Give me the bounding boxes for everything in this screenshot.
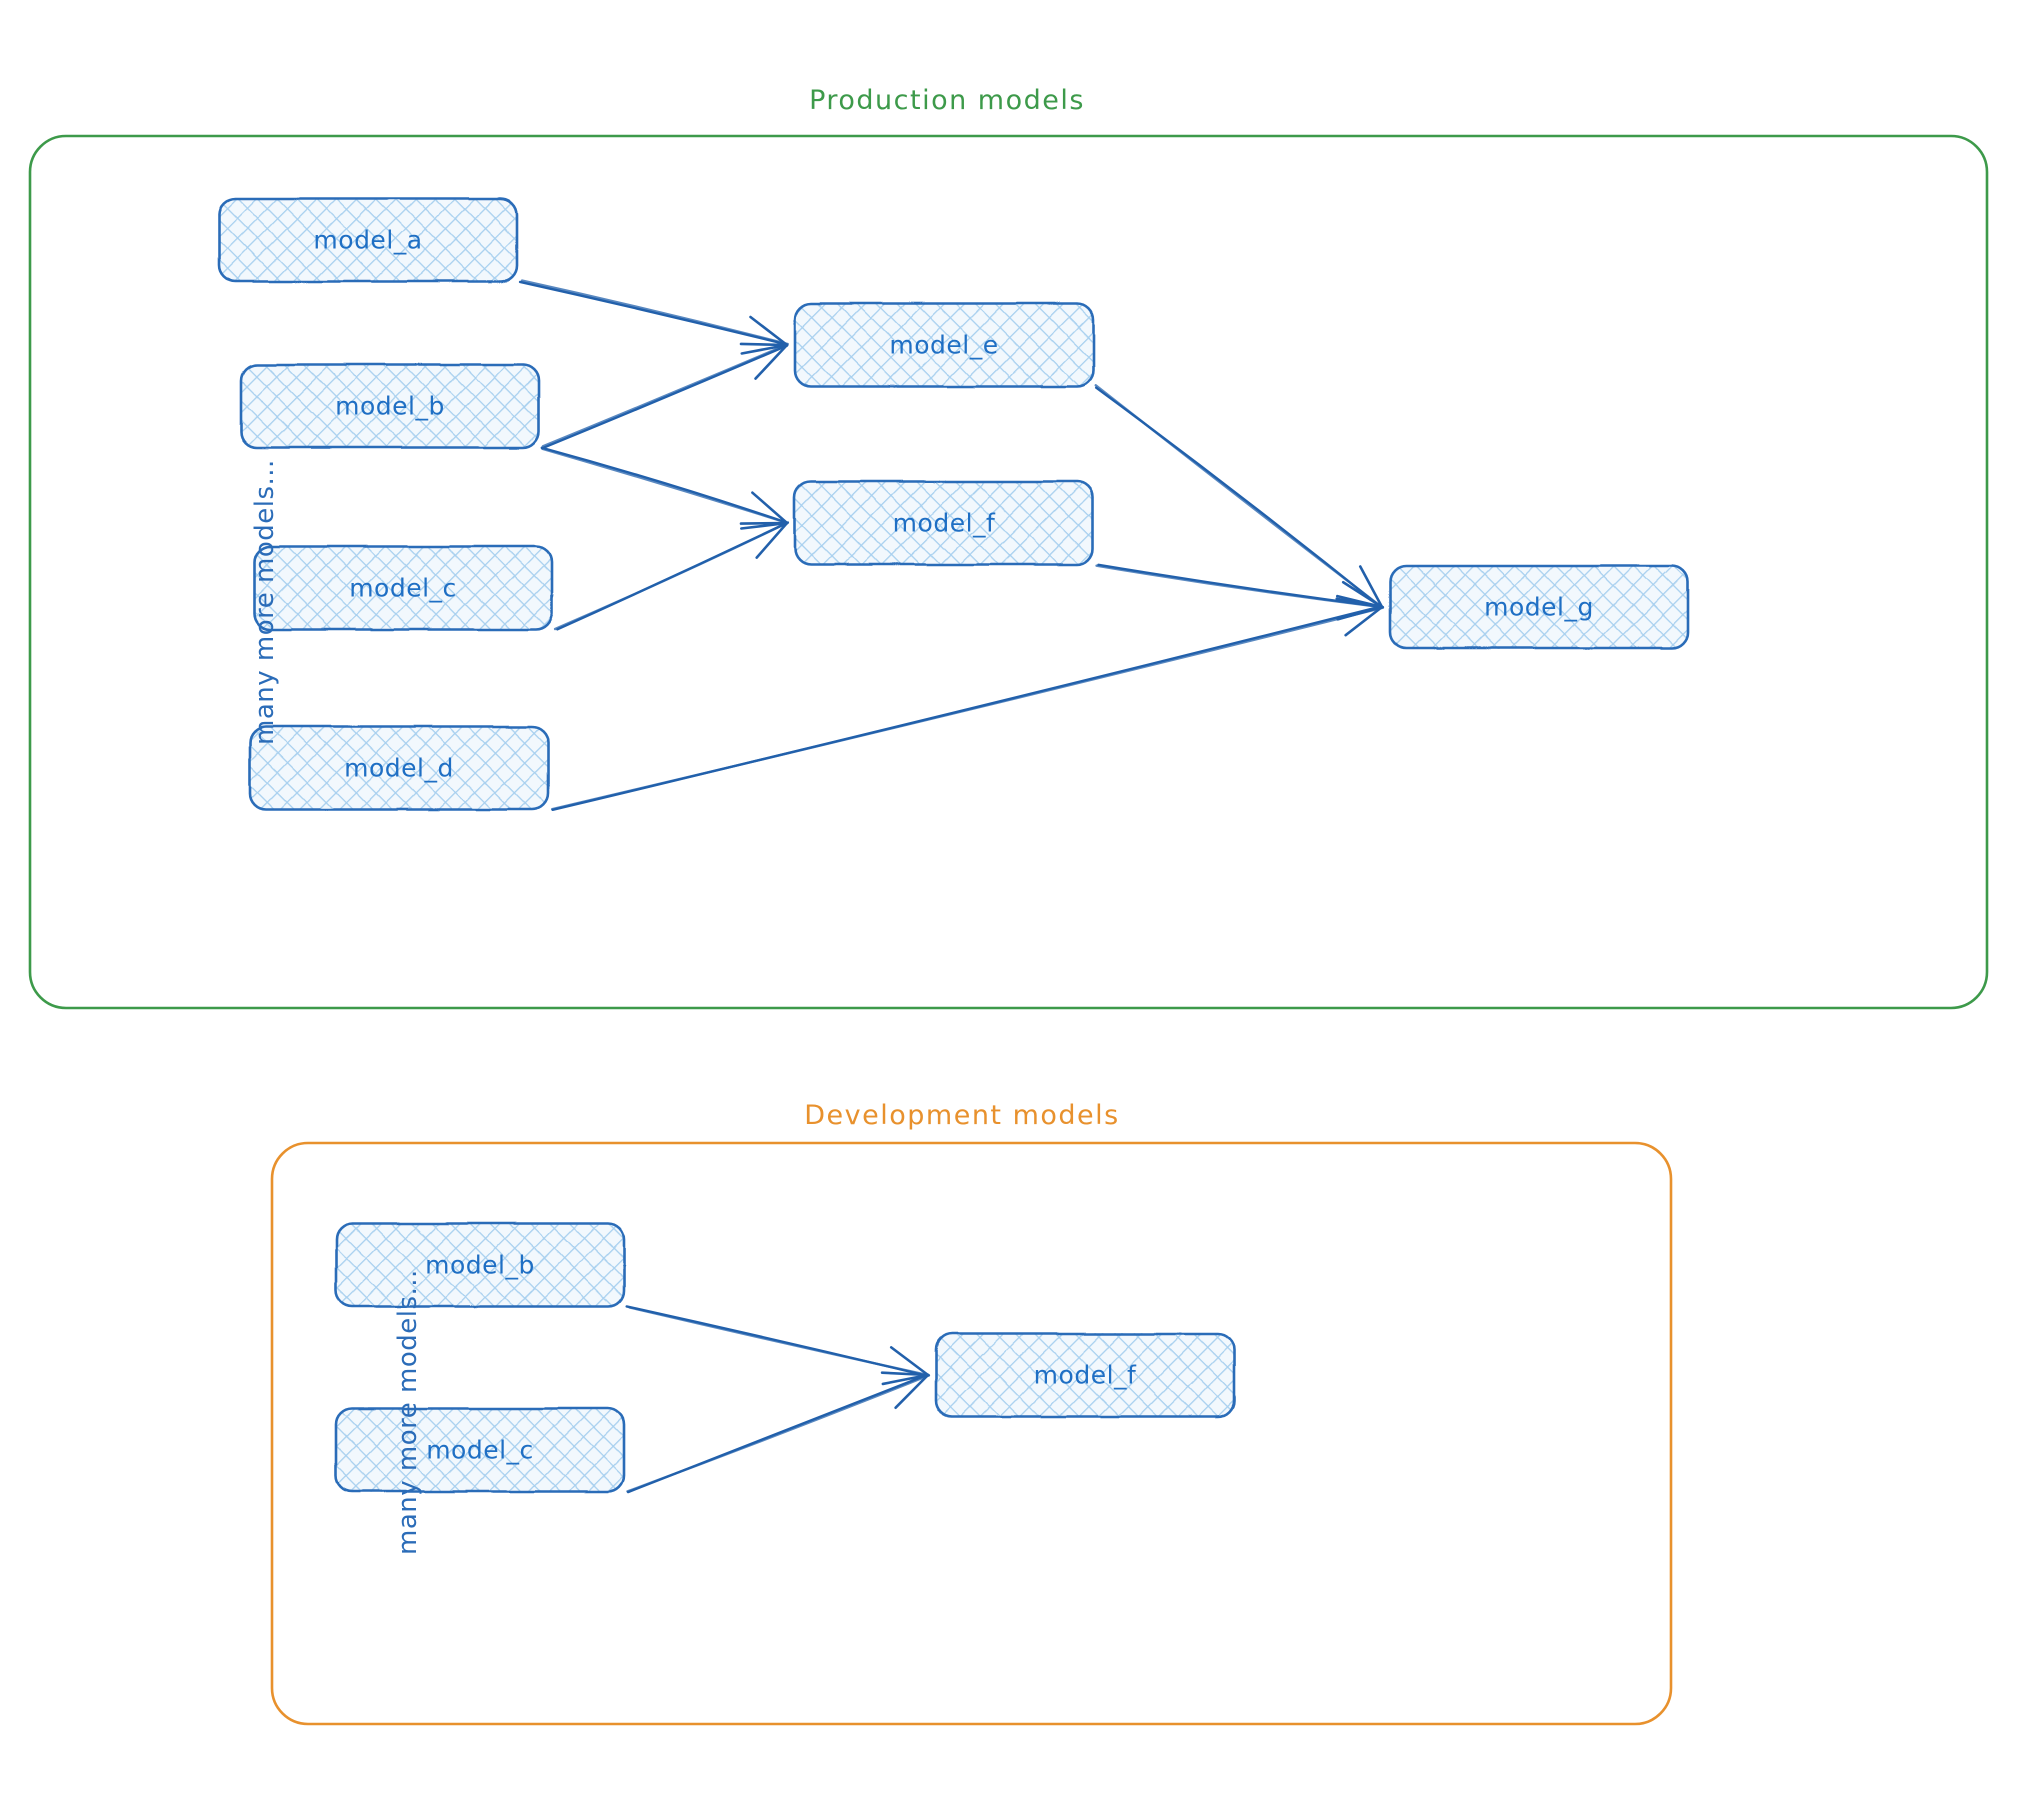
node-model_a[interactable]	[217, 197, 519, 283]
group-frame-development	[270, 1141, 1673, 1726]
node-model_b[interactable]	[239, 363, 541, 449]
group-frames	[28, 134, 1989, 1726]
node-layer	[217, 197, 1690, 1493]
node-dev_model_b[interactable]	[334, 1222, 626, 1308]
group-title-development: Development models	[804, 1100, 1120, 1131]
edge-model_d-to-model_g	[550, 597, 1385, 812]
node-model_e[interactable]	[793, 302, 1095, 388]
edge-dev_model_b-to-dev_model_f	[625, 1305, 931, 1386]
edge-model_a-to-model_e	[518, 279, 789, 355]
edge-dev_model_c-to-dev_model_f	[626, 1371, 931, 1494]
edge-model_e-to-model_g	[1094, 384, 1384, 609]
node-model_d[interactable]	[248, 725, 550, 811]
group-title-production: Production models	[809, 85, 1085, 116]
side-note-development: many more models...	[393, 1269, 423, 1555]
node-model_g[interactable]	[1388, 564, 1690, 650]
node-model_c[interactable]	[252, 545, 554, 631]
group-frame-production	[28, 134, 1989, 1010]
edge-model_b-to-model_f	[540, 446, 789, 530]
edge-layer	[518, 279, 1385, 1494]
node-dev_model_f[interactable]	[934, 1332, 1236, 1418]
side-note-production: many more models...	[250, 459, 280, 745]
edge-model_c-to-model_f	[553, 521, 790, 631]
node-dev_model_c[interactable]	[334, 1407, 626, 1493]
node-model_f[interactable]	[793, 480, 1095, 566]
edge-model_b-to-model_e	[540, 342, 789, 450]
